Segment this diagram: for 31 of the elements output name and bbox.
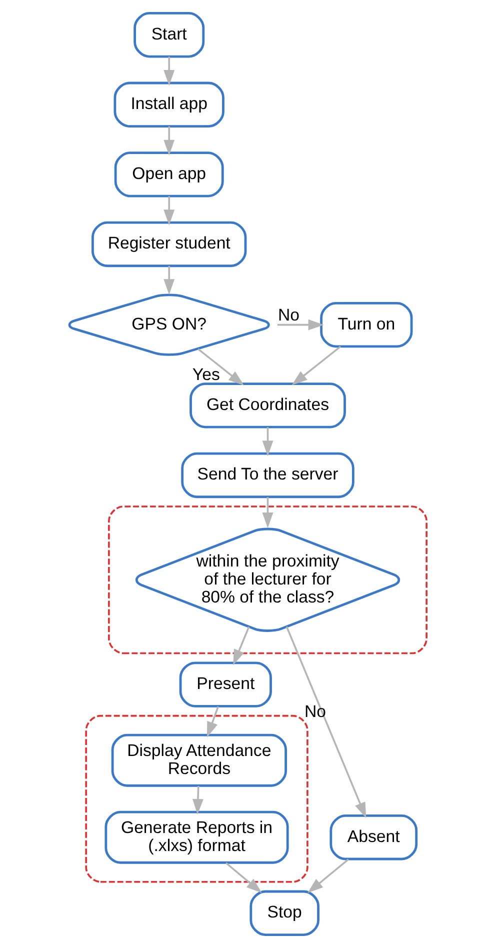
arrow xyxy=(192,786,204,815)
edge-label: No xyxy=(278,305,300,324)
arrow xyxy=(262,427,274,456)
arrow xyxy=(233,626,250,666)
node-box: Turn on xyxy=(320,302,413,348)
node-box: Absent xyxy=(330,814,418,860)
node-box: Send To the server xyxy=(181,452,354,498)
node-box: Start xyxy=(134,12,205,58)
arrow xyxy=(292,346,342,386)
arrow xyxy=(164,56,175,86)
node-box: Install app xyxy=(114,82,224,128)
node-box: Get Coordinates xyxy=(190,382,346,428)
arrow xyxy=(286,626,366,818)
edge-label: No xyxy=(304,702,326,721)
arrow xyxy=(164,196,175,226)
arrow xyxy=(262,497,274,528)
node-box: Generate Reports in (.xlxs) format xyxy=(104,810,289,864)
node-box: Open app xyxy=(114,152,224,198)
node-box: Present xyxy=(179,662,272,708)
cluster xyxy=(108,506,428,654)
arrow xyxy=(198,348,244,386)
node-box: Display Attendance Records xyxy=(111,734,287,787)
node-box: Register student xyxy=(92,221,247,268)
node-box: Stop xyxy=(250,890,320,936)
arrow xyxy=(225,862,262,894)
arrow xyxy=(207,706,219,738)
arrow xyxy=(277,319,324,330)
arrow xyxy=(308,858,349,894)
arrow xyxy=(164,126,175,156)
arrow xyxy=(164,266,175,295)
edge-label: Yes xyxy=(192,364,220,384)
